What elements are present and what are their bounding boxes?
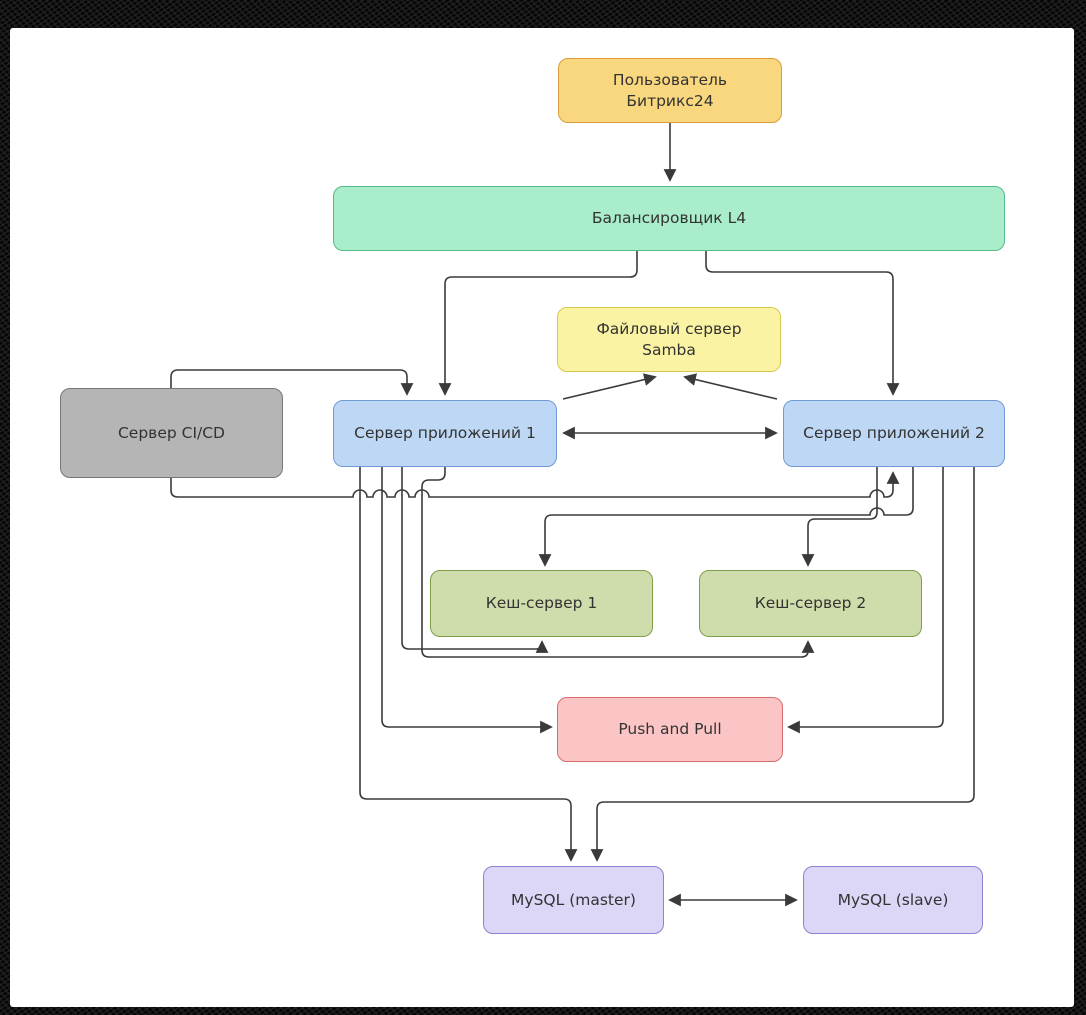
node-user-bitrix24: Пользователь Битрикс24 xyxy=(558,58,782,123)
edge-app2-cache2 xyxy=(801,467,878,567)
node-app-server-1: Сервер приложений 1 xyxy=(333,400,557,467)
node-cache-server-2: Кеш-сервер 2 xyxy=(699,570,922,637)
node-file-server-samba: Файловый сервер Samba xyxy=(557,307,781,372)
node-cicd-server: Сервер CI/CD xyxy=(60,388,283,478)
edge-app1-samba xyxy=(562,373,657,400)
edge-app1-cache1 xyxy=(401,467,549,653)
edge-app2-push xyxy=(787,467,944,734)
edge-app1-cache2 xyxy=(421,467,815,658)
edge-app2-cache1 xyxy=(538,467,914,567)
edge-app2-mysql-master xyxy=(590,467,975,862)
edge-app1-mysql-master xyxy=(359,467,578,862)
edge-balancer-app2 xyxy=(705,251,900,396)
edge-cicd-app1 xyxy=(170,369,414,396)
node-mysql-slave: MySQL (slave) xyxy=(803,866,983,934)
node-app-server-2: Сервер приложений 2 xyxy=(783,400,1005,467)
edge-balancer-app1 xyxy=(438,251,638,396)
edge-app2-samba xyxy=(683,373,778,400)
node-cache-server-1: Кеш-сервер 1 xyxy=(430,570,653,637)
node-balancer-l4: Балансировщик L4 xyxy=(333,186,1005,251)
node-push-and-pull: Push and Pull xyxy=(557,697,783,762)
edge-app1-push xyxy=(381,467,553,734)
node-mysql-master: MySQL (master) xyxy=(483,866,664,934)
edge-cicd-app2 xyxy=(170,471,900,498)
